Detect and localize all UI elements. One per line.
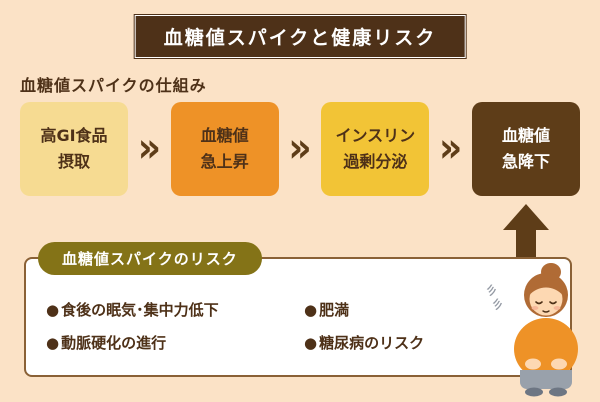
page-title: 血糖値スパイクと健康リスク — [134, 15, 466, 58]
chevron-right-icon: » — [439, 124, 463, 172]
risk-item-text: 動脈硬化の進行 — [61, 334, 167, 352]
risk-item: ●糖尿病のリスク — [304, 332, 424, 353]
risk-item: ●食後の眠気･集中力低下 — [46, 299, 304, 320]
risk-badge: 血糖値スパイクのリスク — [38, 242, 262, 275]
risk-list: ●食後の眠気･集中力低下 ●動脈硬化の進行 ●肥満 ●糖尿病のリスク — [46, 299, 556, 365]
bullet-icon: ● — [304, 301, 318, 319]
arrow-up-icon — [503, 204, 549, 260]
risk-panel: 血糖値スパイクのリスク ●食後の眠気･集中力低下 ●動脈硬化の進行 ●肥満 ●糖… — [24, 242, 572, 377]
arrow-up-head — [503, 204, 549, 230]
risk-item-text: 糖尿病のリスク — [319, 334, 425, 352]
bullet-icon: ● — [46, 334, 60, 352]
risk-item-text: 食後の眠気･集中力低下 — [61, 301, 219, 319]
tired-person-illustration — [514, 263, 578, 397]
risk-item: ●動脈硬化の進行 — [46, 332, 304, 353]
flow-step-glucose-crash: 血糖値 急降下 — [472, 102, 581, 196]
risk-item-text: 肥満 — [319, 301, 350, 319]
risk-item: ●肥満 — [304, 299, 424, 320]
flow-step-high-gi-intake: 高GI食品 摂取 — [20, 102, 128, 196]
risk-list-left-column: ●食後の眠気･集中力低下 ●動脈硬化の進行 — [46, 299, 304, 365]
flow-step-glucose-surge: 血糖値 急上昇 — [170, 102, 279, 196]
bullet-icon: ● — [304, 334, 318, 352]
bullet-icon: ● — [46, 301, 60, 319]
flow-heading: 血糖値スパイクの仕組み — [20, 76, 207, 95]
chevron-right-icon: » — [137, 124, 161, 172]
flow-diagram: 高GI食品 摂取 » 血糖値 急上昇 » インスリン 過剰分泌 » 血糖値 急降… — [20, 102, 581, 196]
flow-step-insulin-excess: インスリン 過剰分泌 — [321, 102, 430, 196]
page-title-text: 血糖値スパイクと健康リスク — [163, 27, 437, 49]
arrow-up-shaft — [516, 230, 536, 260]
chevron-right-icon: » — [288, 124, 312, 172]
risk-list-right-column: ●肥満 ●糖尿病のリスク — [304, 299, 424, 365]
